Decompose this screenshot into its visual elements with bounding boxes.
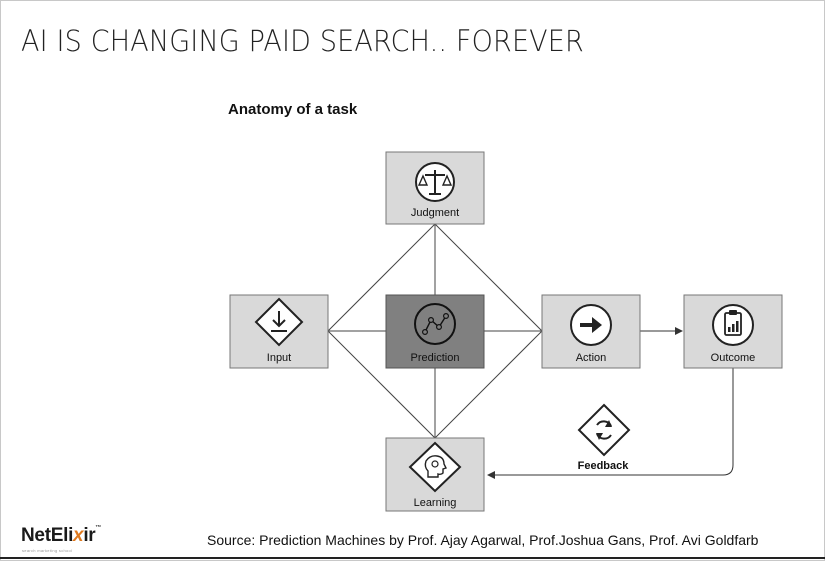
learning-node: Learning: [385, 437, 485, 512]
connector-lines: [327, 223, 543, 439]
learning-label: Learning: [414, 497, 457, 509]
outcome-node: Outcome: [683, 294, 783, 369]
footer-rule: [0, 557, 825, 559]
scales-icon: [415, 162, 455, 202]
logo-brand-end: ir: [83, 525, 96, 546]
feedback-marker: Feedback: [577, 403, 631, 472]
judgment-label: Judgment: [411, 207, 459, 219]
clipboard-chart-icon: [712, 304, 754, 346]
prediction-label: Prediction: [411, 352, 460, 364]
judgment-node: Judgment: [385, 151, 485, 225]
slide-title: AI IS CHANGING PAID SEARCH.. FOREVER: [21, 24, 584, 58]
input-node: Input: [229, 294, 329, 369]
logo-tagline: search marketing school: [22, 548, 73, 553]
feedback-label: Feedback: [578, 460, 630, 472]
feedback-loop-arrow: [487, 368, 734, 479]
brain-head-icon: [408, 441, 462, 493]
action-node: Action: [541, 294, 641, 369]
diagram-subtitle: Anatomy of a task: [228, 101, 358, 118]
arrow-right-icon: [570, 304, 612, 346]
netelixir-logo: NetElixir™ search marketing school: [21, 525, 101, 553]
refresh-icon: [577, 403, 631, 457]
logo-brand-x: x: [73, 525, 84, 546]
logo-trademark: ™: [95, 525, 102, 531]
logo-wordmark: NetElixir™: [21, 525, 101, 547]
source-citation: Source: Prediction Machines by Prof. Aja…: [207, 532, 759, 548]
input-label: Input: [267, 352, 291, 364]
download-icon: [254, 297, 304, 347]
trend-line-icon: [414, 303, 456, 345]
outcome-label: Outcome: [711, 352, 756, 364]
logo-brand: NetEli: [21, 525, 74, 546]
prediction-node: Prediction: [385, 294, 485, 369]
action-label: Action: [576, 352, 607, 364]
